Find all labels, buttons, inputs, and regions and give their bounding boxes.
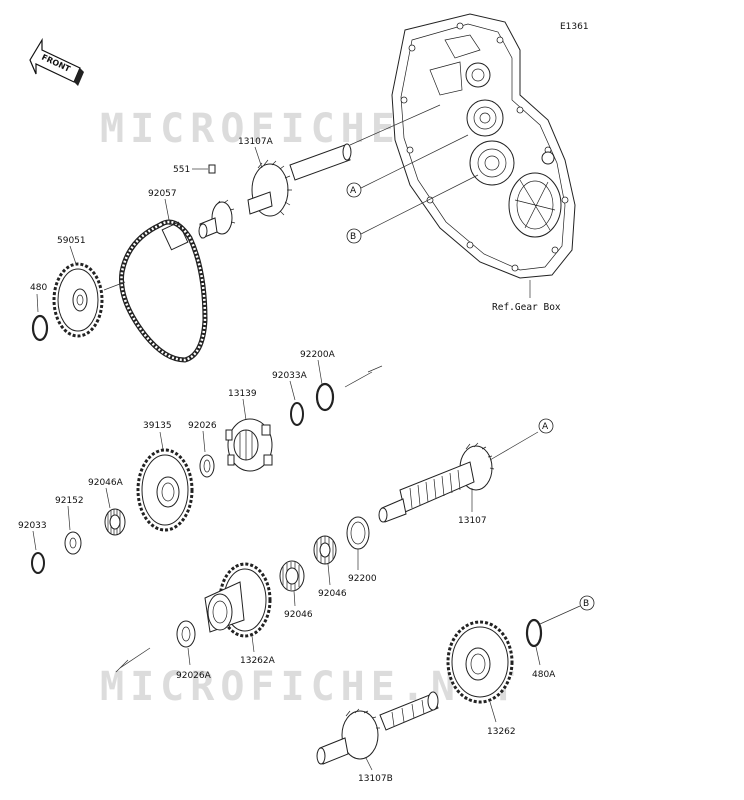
label-92200a: 92200A [300,350,336,360]
label-92026: 92026 [188,421,217,431]
label-92033a: 92033A [272,371,308,381]
label-92033: 92033 [18,521,47,531]
washer-92152 [64,531,82,555]
bearing-92046a [104,508,126,536]
label-551: 551 [173,165,190,175]
hub-13139 [225,418,273,472]
reference-label: Ref.Gear Box [492,302,561,313]
shaft-13107 [378,442,495,523]
washer-92200a [315,382,335,412]
circlip-92033a [290,402,304,426]
circle-ref-b-top-text: B [350,232,356,242]
circle-ref-a-top-text: A [350,186,357,196]
label-92057: 92057 [148,189,177,199]
label-13107b: 13107B [358,774,393,784]
diagram-code: E1361 [560,22,589,32]
label-13139: 13139 [228,389,257,399]
label-13107a: 13107A [238,137,274,147]
label-92046-b: 92046 [284,610,313,620]
shaft-13107b [316,691,439,765]
gear-13262a [204,562,272,638]
label-92046a: 92046A [88,478,124,488]
watermark-bottom: MICROFICHE.NET [100,664,521,710]
chain-92057 [118,219,208,363]
circle-ref-b-top: B [346,228,362,244]
gear-13262 [446,620,514,704]
sprocket-59051 [52,262,104,338]
circle-ref-b-bottom: B [579,595,595,611]
circlip-92033 [31,552,45,574]
circle-ref-a-mid-text: A [542,422,549,432]
circlip-480 [31,314,49,342]
gear-box-housing [391,13,576,279]
washer-92026a [176,620,196,648]
label-13107: 13107 [458,516,487,526]
shaft-13107a [198,104,441,239]
front-arrow-icon: FRONT [29,37,84,86]
washer-92026 [199,454,215,478]
label-39135: 39135 [143,421,172,431]
label-92200: 92200 [348,574,377,584]
circle-ref-a-mid: A [538,418,554,434]
label-480: 480 [30,283,47,293]
bearing-92046-a [313,535,337,565]
label-59051: 59051 [57,236,86,246]
label-92026a: 92026A [176,671,212,681]
label-480a: 480A [532,670,556,680]
gear-39135 [136,448,194,532]
label-13262: 13262 [487,727,516,737]
circle-ref-a-top: A [346,182,362,198]
circlip-480a [525,618,543,648]
label-92152: 92152 [55,496,84,506]
label-92046-a: 92046 [318,589,347,599]
label-13262a: 13262A [240,656,276,666]
bearing-92046-b [279,560,305,592]
pin-551 [208,164,216,174]
circle-ref-b-bottom-text: B [583,599,589,609]
